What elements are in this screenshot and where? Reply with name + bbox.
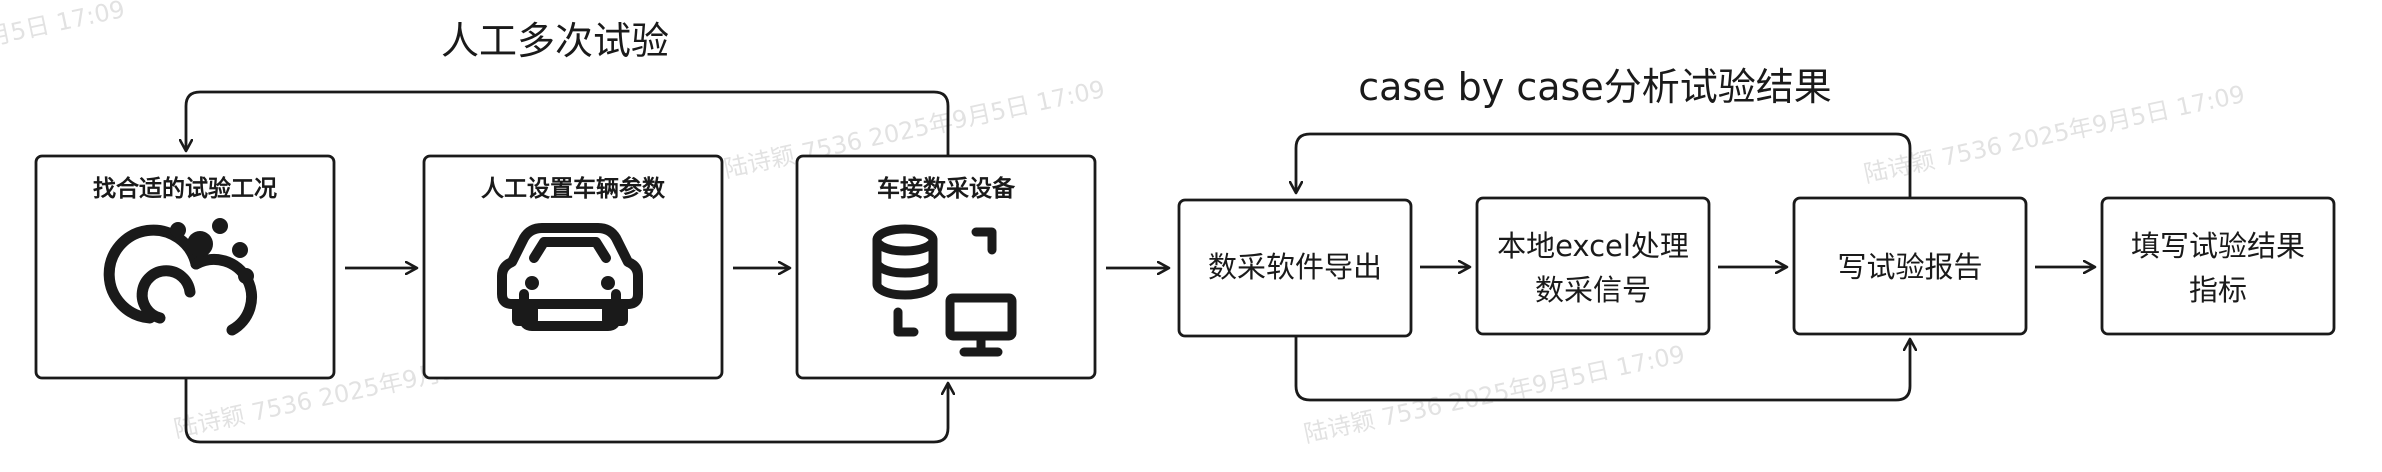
step-label-software-export: 数采软件导出 (1208, 250, 1382, 284)
car-icon (497, 223, 643, 331)
loop-arrow-return-bottom-right (1294, 336, 1910, 402)
step-label-signal-processing-line2: 数采信号 (1535, 273, 1651, 307)
step-label-write-report: 写试验报告 (1837, 250, 1982, 284)
loop-arrow-return-bottom-left (184, 378, 948, 444)
loop-arrow-manual-trials (186, 90, 950, 156)
step-box-fill-metrics (2100, 196, 2336, 336)
step-label-test-conditions: 找合适的试验工况 (93, 175, 277, 202)
step-label-fill-metrics-line1: 填写试验结果 (2131, 229, 2305, 263)
database-computer-icon (872, 224, 1017, 357)
loop-label-case-analysis: case by case分析试验结果 (1358, 65, 1831, 109)
weather-icon (103, 218, 258, 336)
step-label-vehicle-params: 人工设置车辆参数 (481, 175, 666, 202)
step-label-daq-device: 车接数采设备 (877, 175, 1016, 202)
step-box-daq-device (795, 154, 1097, 380)
loop-arrow-case-analysis (1296, 132, 1912, 198)
step-label-signal-processing-line1: 本地excel处理 (1497, 229, 1689, 263)
step-box-signal-processing (1475, 196, 1711, 336)
step-box-vehicle-params (422, 154, 724, 380)
step-label-fill-metrics-line2: 指标 (2189, 273, 2247, 307)
loop-label-manual-trials: 人工多次试验 (441, 19, 669, 63)
